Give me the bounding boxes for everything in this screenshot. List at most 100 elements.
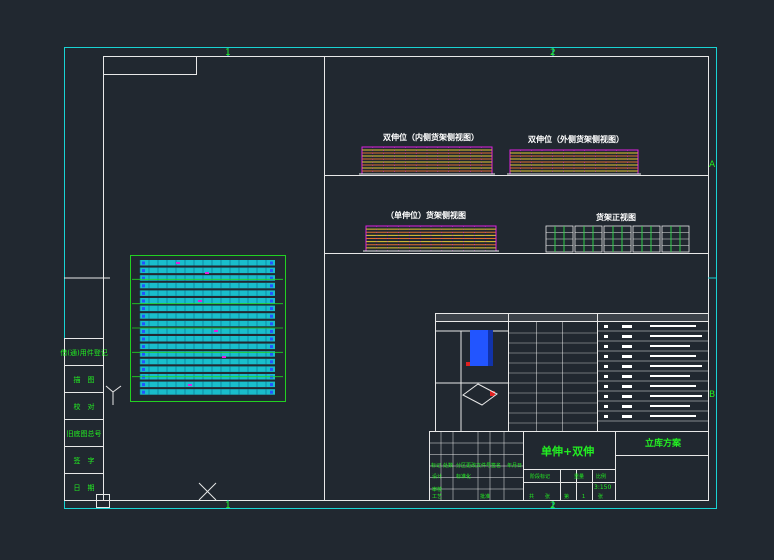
bom-desc-mark (650, 375, 690, 377)
bom-code-mark (622, 395, 632, 398)
bom-code-mark (622, 385, 632, 388)
bom-index-mark (604, 375, 608, 378)
plan-marker (270, 352, 273, 356)
plan-rack-row (140, 358, 275, 365)
bom-desc-mark (650, 335, 702, 337)
plan-highlight (214, 330, 218, 332)
left-table-label: 描 图 (74, 375, 95, 384)
tb-label: 批准 (480, 493, 490, 500)
tb-label: 比例 (596, 473, 606, 480)
tb-label: 重量 (574, 473, 584, 480)
plan-marker (270, 329, 273, 333)
left-table-label: 借(通)用件登记 (60, 348, 107, 357)
left-table-label: 签 字 (74, 456, 95, 465)
plan-marker (270, 390, 273, 394)
plan-marker (270, 284, 273, 288)
tb-label: 分区 (456, 462, 466, 469)
bom-index-mark (604, 395, 608, 398)
rack-front-view (545, 225, 690, 253)
left-table-label: 校 对 (74, 402, 95, 411)
plan-marker (142, 284, 145, 288)
bom-index-mark (604, 385, 608, 388)
plan-highlight (198, 300, 202, 302)
outer-view-title: 双伸位（外侧货架侧视图） (528, 134, 624, 144)
plan-rack-row (140, 305, 275, 312)
title-block-subtitle: 立库方案 (645, 437, 682, 449)
plan-rack-row (140, 381, 275, 388)
plan-marker (142, 383, 145, 387)
top-left-stamp-box (103, 56, 197, 75)
bom-code-mark (622, 375, 632, 378)
plan-rack-row (140, 267, 275, 274)
zone-label-bottom-2: 2 (550, 501, 556, 511)
bom-table (435, 313, 709, 432)
plan-marker (270, 360, 273, 364)
tb-label: 阶段标记 (530, 473, 550, 480)
rack-side-view-outer (507, 149, 641, 175)
bom-desc-mark (650, 385, 696, 387)
plan-highlight (176, 262, 180, 264)
rack-outline (361, 146, 493, 175)
plan-marker (142, 269, 145, 273)
tb-label: 共 (529, 493, 534, 500)
bom-index-mark (604, 355, 608, 358)
bom-blue-block-side (488, 330, 493, 366)
bom-code-mark (622, 335, 632, 338)
plan-marker (270, 322, 273, 326)
zone-label-right-b: B (709, 390, 715, 400)
tb-label: 第 (564, 493, 569, 500)
zone-label-bottom-1: 1 (225, 501, 231, 511)
plan-rack-row (140, 389, 275, 395)
bom-index-mark (604, 405, 608, 408)
plan-marker (270, 276, 273, 280)
crosshair-cursor-icon (198, 482, 217, 501)
bom-code-mark (622, 325, 632, 328)
plan-marker (142, 345, 145, 349)
plan-marker (142, 329, 145, 333)
plan-rack-row (140, 275, 275, 281)
plan-rack-row (140, 328, 275, 334)
bom-desc-mark (650, 395, 702, 397)
plan-marker (270, 314, 273, 318)
tb-label: 设计 (432, 473, 442, 480)
plan-rack-row (140, 298, 275, 304)
plan-marker (142, 314, 145, 318)
plan-rack-row (140, 282, 275, 289)
tb-label: 处数 (443, 462, 453, 469)
tb-label: 标准化 (456, 473, 471, 480)
tb-label: 工艺 (432, 494, 442, 500)
left-table-label: 日 期 (74, 484, 95, 492)
bom-header-fill (435, 313, 709, 322)
bom-red-marker (466, 362, 470, 366)
plan-marker (270, 345, 273, 349)
plan-marker (270, 367, 273, 371)
tb-label: 张 (598, 493, 603, 500)
single-view-title: （单伸位）货架侧视图 (386, 210, 466, 220)
tb-label: 年月日 (507, 462, 522, 469)
ucs-axis-icon (105, 385, 122, 405)
plan-marker (270, 299, 273, 303)
bom-desc-mark (650, 415, 696, 417)
tb-label: 1 (582, 494, 585, 500)
plan-rack-row (140, 290, 275, 296)
plan-marker (142, 276, 145, 280)
plan-marker (142, 360, 145, 364)
plan-highlight (188, 384, 192, 386)
plan-marker (142, 322, 145, 326)
bom-red-marker (490, 391, 495, 396)
plan-marker (270, 383, 273, 387)
plan-marker (142, 390, 145, 394)
plan-rack-row (140, 351, 275, 357)
inner-view-title: 双伸位（内侧货架侧视图） (383, 132, 479, 142)
plan-rack-row (140, 336, 275, 342)
tb-label: 审核 (432, 486, 442, 493)
bom-desc-mark (650, 365, 702, 367)
bom-index-mark (604, 345, 608, 348)
bom-index-mark (604, 335, 608, 338)
tb-label: 张 (545, 493, 550, 500)
plan-rack-row (140, 366, 275, 372)
plan-marker (270, 307, 273, 311)
